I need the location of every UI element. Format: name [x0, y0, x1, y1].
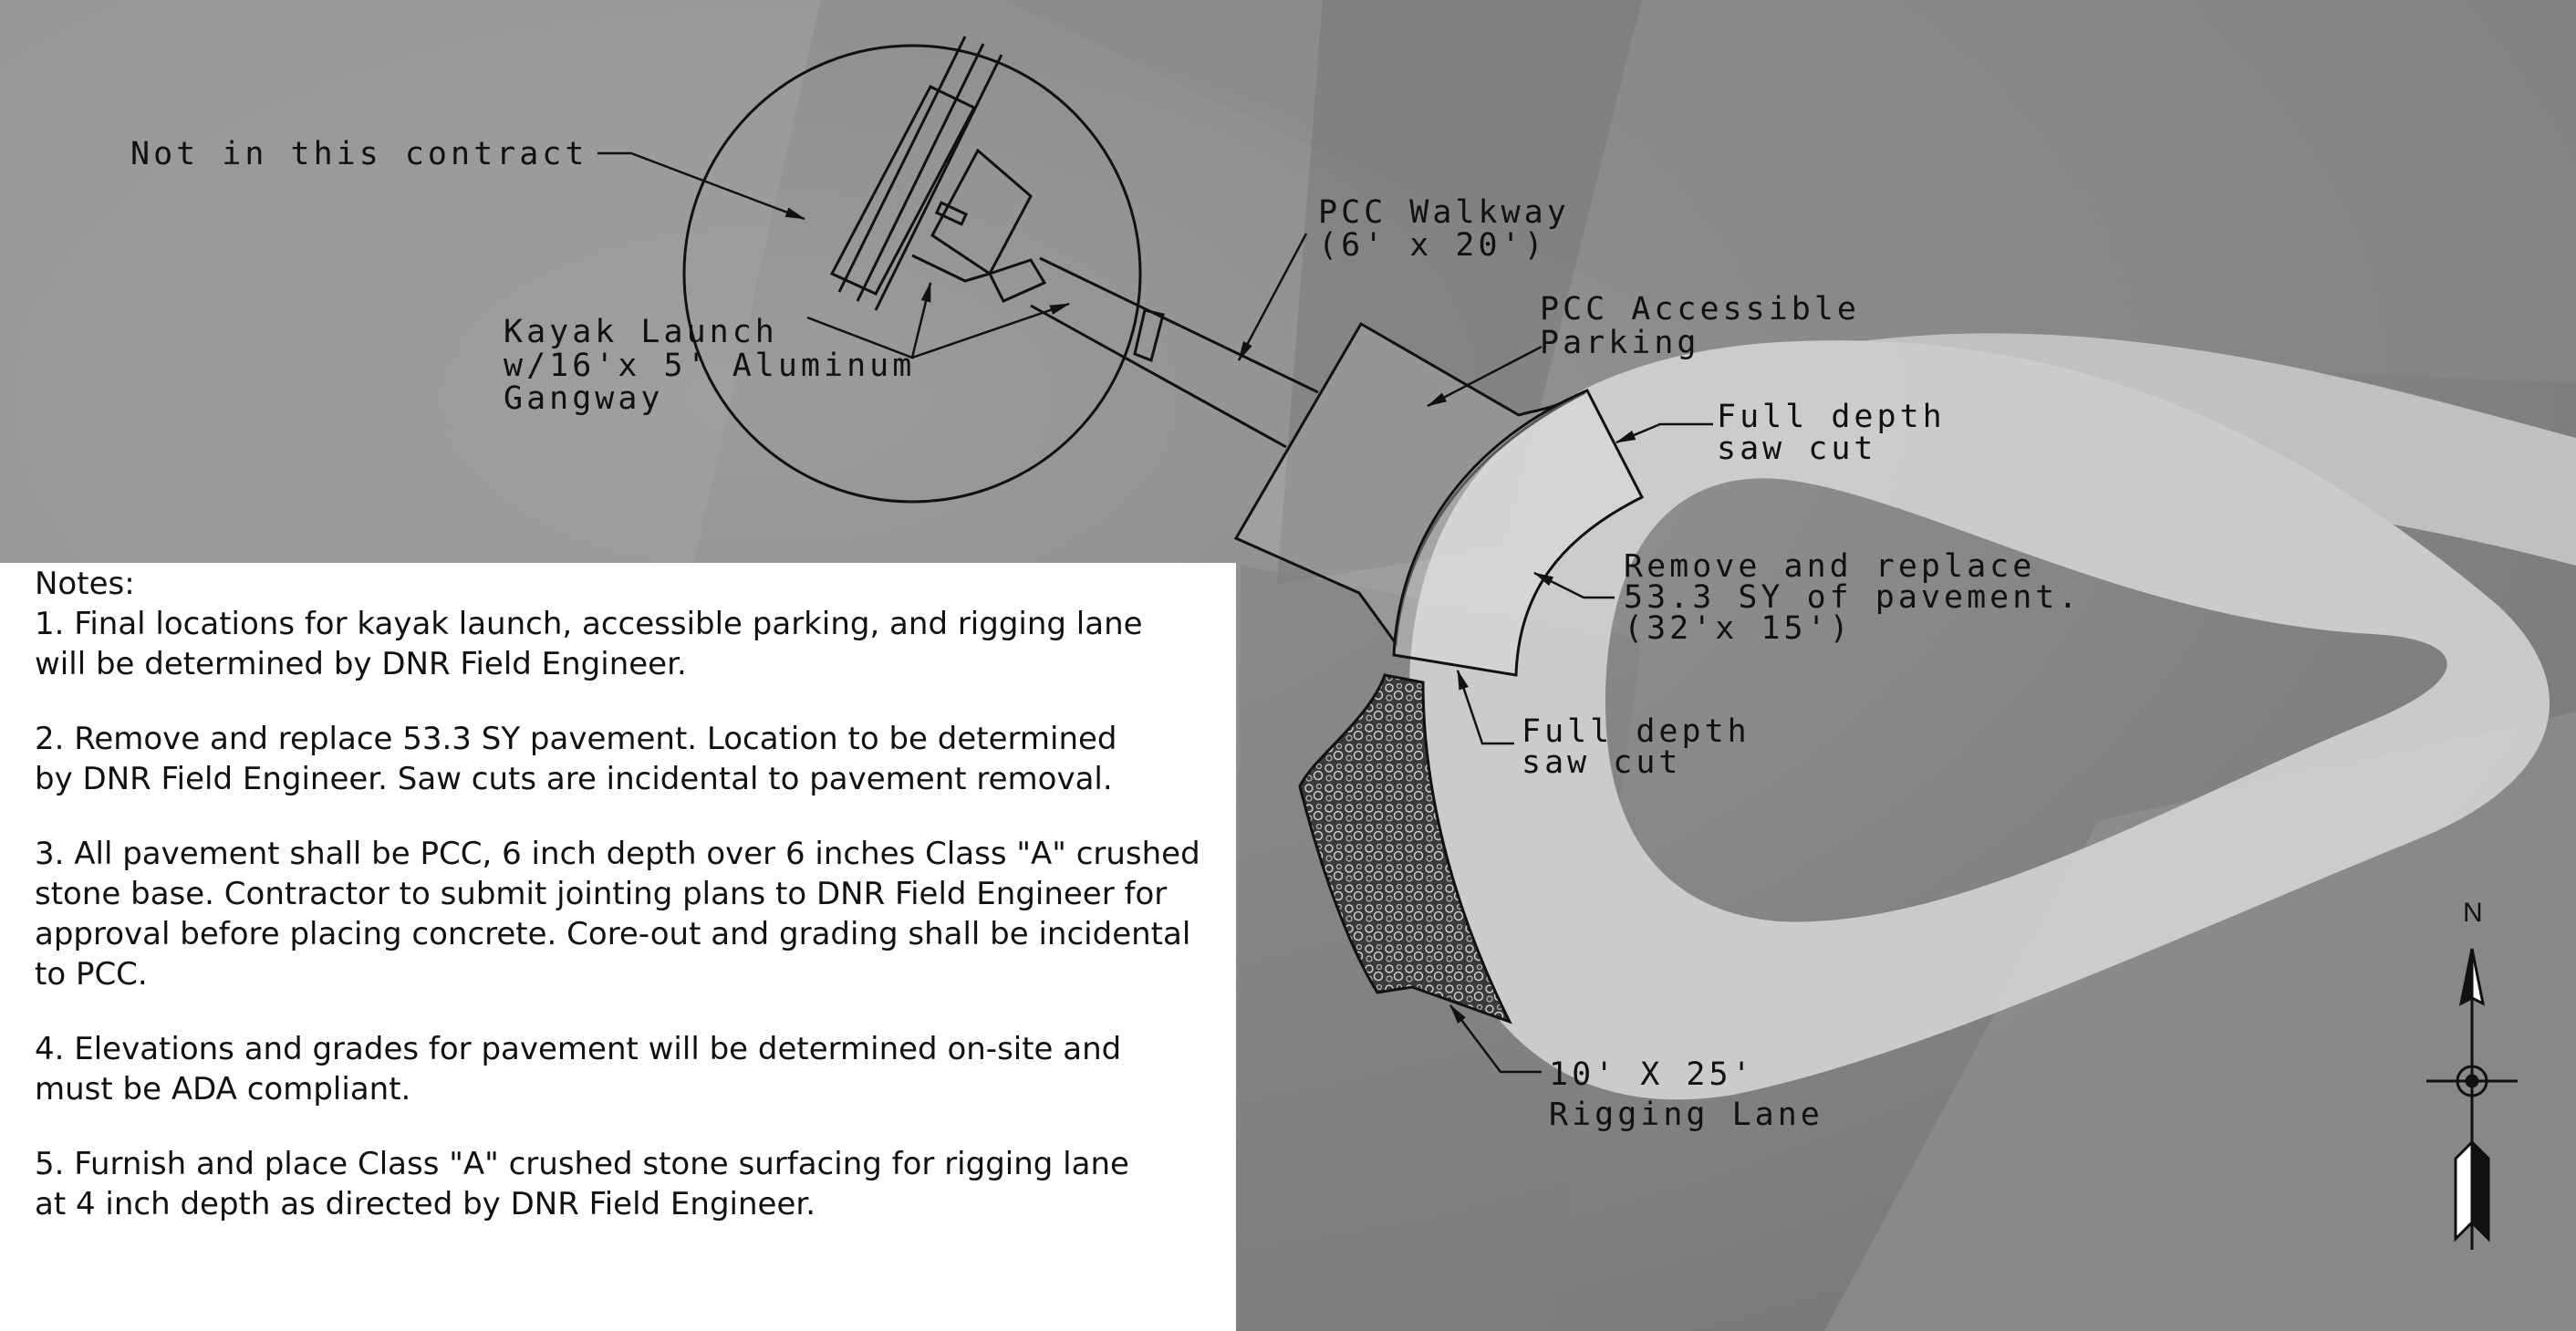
label-saw-cut-bottom-line1: Full depth [1522, 713, 1750, 750]
not-in-contract-circle [682, 44, 1142, 504]
label-not-in-contract: Not in this contract [130, 136, 587, 172]
note-text: approval before placing concrete. Core-o… [35, 916, 1191, 952]
note-5: 5. Furnish and place Class "A" crushed s… [35, 1144, 1236, 1224]
label-kayak-line3: Gangway [504, 380, 664, 417]
aerial-shade [1824, 712, 2576, 1331]
label-kayak-line1: Kayak Launch [504, 314, 778, 350]
notes-title: Notes: [35, 566, 135, 602]
note-text: 1. Final locations for kayak launch, acc… [35, 606, 1143, 642]
note-text: 3. All pavement shall be PCC, 6 inch dep… [35, 836, 1200, 872]
aerial-shade [1003, 0, 2576, 383]
kayak-launch [829, 36, 1047, 311]
note-text: will be determined by DNR Field Engineer… [35, 646, 687, 682]
note-text: by DNR Field Engineer. Saw cuts are inci… [35, 761, 1113, 797]
label-saw-cut-bottom-line2: saw cut [1522, 744, 1682, 781]
label-kayak-line2: w/16'x 5' Aluminum [504, 348, 915, 384]
note-text: 4. Elevations and grades for pavement wi… [35, 1031, 1122, 1067]
north-label: N [2463, 898, 2483, 928]
pcc-walkway [1030, 256, 1319, 449]
leader-lines [597, 151, 1713, 1074]
note-text: 2. Remove and replace 53.3 SY pavement. … [35, 721, 1117, 757]
note-text: to PCC. [35, 956, 148, 993]
label-accessible-parking-line1: PCC Accessible [1540, 291, 1860, 328]
note-4: 4. Elevations and grades for pavement wi… [35, 1029, 1236, 1109]
label-accessible-parking-line2: Parking [1540, 325, 1700, 361]
north-arrow [2426, 948, 2518, 1250]
label-pcc-walkway-line2: (6' x 20') [1318, 227, 1547, 264]
notes-panel: Notes: 1. Final locations for kayak laun… [0, 563, 1236, 1331]
label-remove-replace-line1: Remove and replace [1624, 548, 2035, 585]
aerial-shade [0, 0, 821, 566]
note-1: 1. Final locations for kayak launch, acc… [35, 604, 1236, 684]
remove-replace-pavement-area [1392, 389, 1645, 677]
note-text: stone base. Contractor to submit jointin… [35, 876, 1168, 912]
accessible-parking-pad [1233, 321, 1586, 648]
note-3: 3. All pavement shall be PCC, 6 inch dep… [35, 834, 1236, 994]
rigging-lane-gravel [1298, 673, 1513, 1024]
label-rigging-line2: Rigging Lane [1549, 1097, 1823, 1133]
label-pcc-walkway-line1: PCC Walkway [1318, 194, 1570, 231]
note-text: must be ADA compliant. [35, 1071, 411, 1107]
label-remove-replace-line3: (32'x 15') [1624, 610, 1853, 647]
note-text: 5. Furnish and place Class "A" crushed s… [35, 1146, 1129, 1182]
label-saw-cut-top-line2: saw cut [1717, 431, 1877, 467]
road-spur [1824, 333, 2576, 566]
note-text: at 4 inch depth as directed by DNR Field… [35, 1186, 816, 1222]
label-saw-cut-top-line1: Full depth [1717, 399, 1946, 435]
aerial-shade [1277, 0, 1642, 584]
label-rigging-line1: 10' X 25' [1549, 1056, 1755, 1093]
label-remove-replace-line2: 53.3 SY of pavement. [1624, 579, 2081, 616]
existing-loop-road [1409, 340, 2550, 1100]
note-2: 2. Remove and replace 53.3 SY pavement. … [35, 719, 1236, 799]
